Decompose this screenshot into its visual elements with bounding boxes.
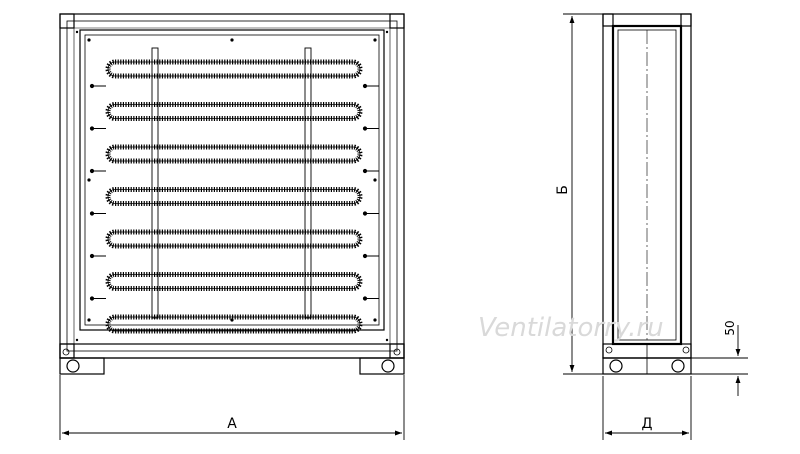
- dimension-offset: [691, 325, 748, 396]
- heating-element-loop: [105, 272, 363, 291]
- heating-element-core: [107, 274, 361, 289]
- corner-bracket: [59, 13, 75, 29]
- heating-elements: [105, 59, 363, 334]
- heating-element-loop: [105, 59, 363, 79]
- side-corner: [602, 13, 614, 27]
- side-mount-hole: [671, 359, 685, 373]
- terminal-dot: [362, 126, 368, 131]
- terminal-dot: [362, 83, 368, 89]
- side-corner: [680, 13, 692, 27]
- terminal-dot: [89, 168, 95, 174]
- watermark: Ventilatorry.ru: [478, 313, 664, 343]
- terminal-dot: [89, 83, 95, 89]
- heating-element-loop: [105, 144, 363, 164]
- terminal-dot: [89, 211, 95, 216]
- heating-element-core: [107, 61, 361, 77]
- front-inner-frame-2: [84, 34, 380, 326]
- dimension-height-label: Б: [555, 185, 571, 195]
- foot-right: [359, 357, 405, 375]
- terminal-dot: [89, 253, 95, 259]
- corner-bracket: [389, 13, 405, 29]
- support-bar-right: [304, 47, 312, 319]
- dimension-offset-label: 50: [723, 320, 737, 335]
- dimension-depth-label: Д: [642, 416, 653, 432]
- terminal-dot: [89, 126, 95, 131]
- heating-element-loop: [105, 187, 363, 206]
- heating-element-core: [107, 146, 361, 162]
- terminal-dot: [362, 211, 368, 216]
- heating-element-core: [107, 316, 361, 332]
- heating-element-loop: [105, 229, 363, 249]
- front-view: [59, 13, 405, 375]
- foot-left: [59, 357, 105, 375]
- terminal-dot: [362, 296, 368, 301]
- terminal-dot: [89, 296, 95, 301]
- terminal-dot: [362, 168, 368, 174]
- dimension-width: [59, 375, 405, 440]
- heating-element-loop: [105, 102, 363, 121]
- heating-element-loop: [105, 314, 363, 334]
- front-inner-frame: [79, 29, 385, 331]
- dimension-width-label: А: [227, 416, 237, 432]
- side-view: [602, 13, 692, 375]
- heating-element-core: [107, 231, 361, 247]
- side-mount-hole: [609, 359, 623, 373]
- support-bar-left: [151, 47, 159, 319]
- heating-element-core: [107, 189, 361, 204]
- front-frame-inner-line: [66, 20, 398, 352]
- terminal-stubs: [89, 83, 379, 301]
- base-rail: [59, 343, 405, 359]
- mount-hole-right: [381, 359, 395, 373]
- terminal-dot: [362, 253, 368, 259]
- front-outer-frame: [59, 13, 405, 359]
- heating-element-core: [107, 104, 361, 119]
- dimension-depth: [602, 376, 692, 440]
- dimension-height: [563, 13, 603, 375]
- mount-hole-left: [66, 359, 80, 373]
